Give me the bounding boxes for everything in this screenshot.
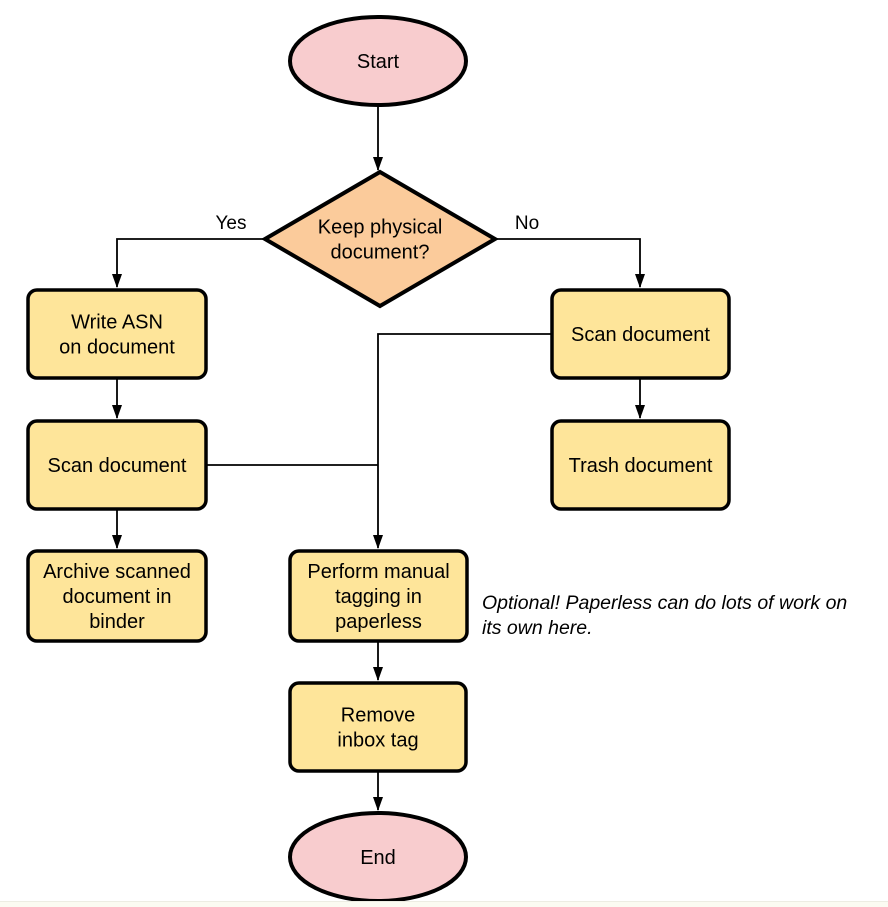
scan-document-left-shape: [26, 419, 208, 511]
edge-label-decision-no-to-scan-document: No: [515, 213, 539, 234]
perform-manual-tagging-in-paperless-shape: [288, 549, 469, 643]
node-trash-document: Trash document: [550, 419, 731, 511]
edge-scan-right-to-manual-tagging: [373, 333, 552, 549]
node-start: Start: [288, 15, 468, 107]
decision-keep-physical-document-shape: [261, 169, 499, 309]
trash-document-shape: [550, 419, 731, 511]
annotation-note: Optional! Paperless can do lots of work …: [482, 591, 847, 640]
scan-document-right-shape: [550, 288, 731, 380]
page-edge-strip: [0, 901, 888, 907]
end-label: End: [360, 847, 396, 869]
start-shape: [288, 15, 468, 107]
edge-decision-no-to-scan-document: [495, 238, 645, 288]
archive-scanned-document-in-binder-shape: [26, 549, 208, 643]
annotation-line-1: Optional! Paperless can do lots of work …: [482, 592, 848, 614]
node-scan-document-right: Scan document: [550, 288, 731, 380]
annotation-line-2: its own here.: [482, 616, 593, 639]
remove-inbox-tag-shape: [288, 681, 468, 773]
edge-decision-yes-to-write-asn: [112, 238, 265, 288]
edge-label-decision-yes-to-write-asn: Yes: [216, 213, 247, 234]
start-label: Start: [357, 51, 400, 73]
node-scan-document-left: Scan document: [26, 419, 208, 511]
scan-document-left-label: Scan document: [48, 455, 187, 477]
node-end: End: [288, 811, 468, 903]
write-asn-on-document-shape: [26, 288, 208, 380]
scan-document-right-label: Scan document: [571, 324, 710, 346]
trash-document-label: Trash document: [569, 455, 713, 477]
